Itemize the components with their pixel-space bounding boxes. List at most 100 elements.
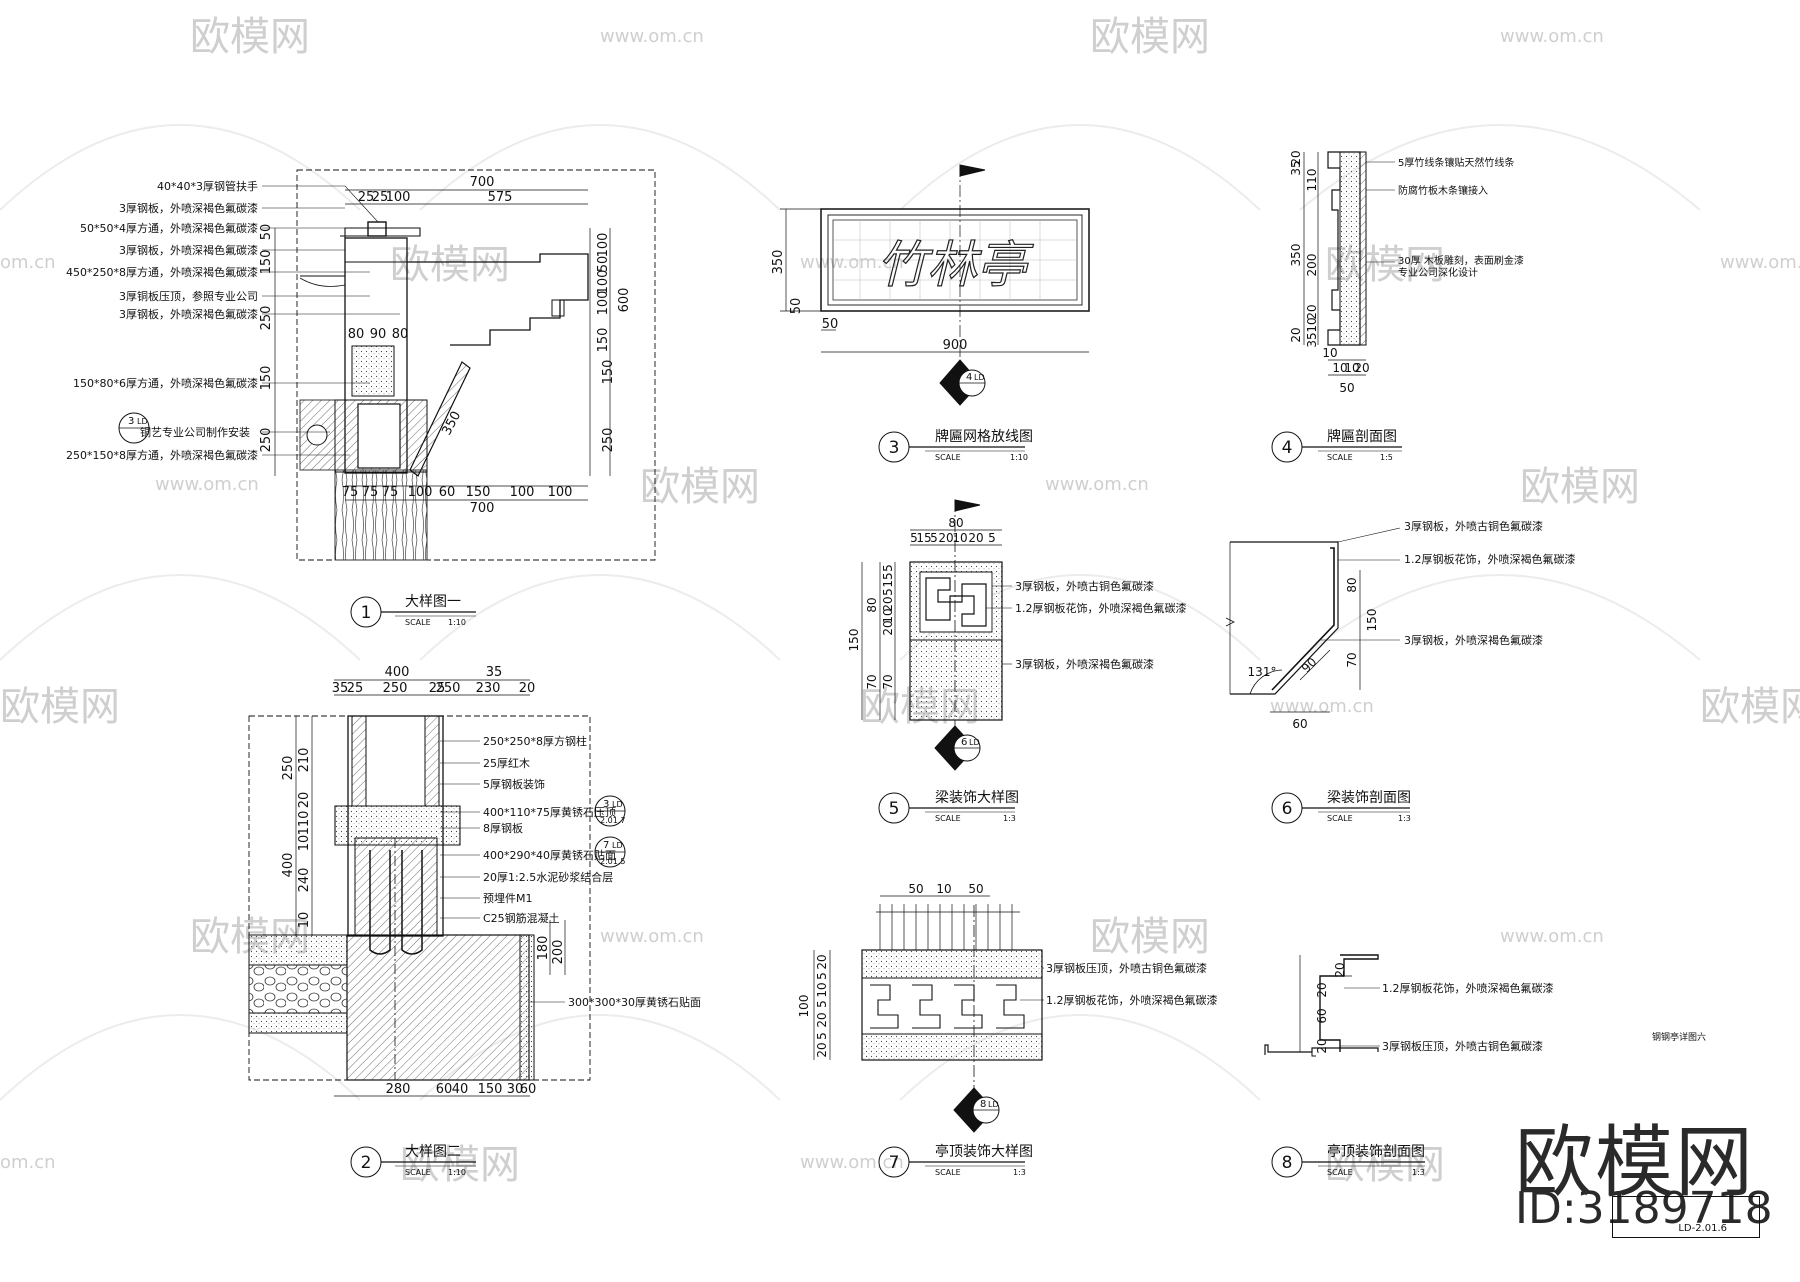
- dim-label: 20: [815, 1042, 829, 1057]
- callout-note: 防腐竹板木条镶接入: [1398, 184, 1488, 197]
- detail-title: 大样图二: [405, 1144, 461, 1160]
- watermark-brand: 欧模网: [0, 684, 120, 730]
- callout-note: 3厚铜板压顶，参照专业公司: [119, 289, 258, 303]
- dim-label: 70: [881, 674, 895, 689]
- detail-title: 牌匾网格放线图: [935, 428, 1033, 445]
- detail-8-drawing: 20 20 60 20 1.2厚钢板花饰，外喷深褐色氟碳漆 3厚钢板压顶，外喷古…: [1264, 954, 1554, 1057]
- ref-tag-ref: LD: [612, 841, 623, 850]
- callout-note: 50*50*4厚方通，外喷深褐色氟碳漆: [80, 221, 258, 235]
- dim-label: 20: [881, 596, 895, 611]
- dim-label: 700: [470, 501, 495, 516]
- detail-number: 3: [889, 438, 900, 458]
- callout-note: 3厚钢板，外喷深褐色氟碳漆: [1404, 633, 1543, 647]
- detail-title-8: 8 亭顶装饰剖面图 SCALE 1:3: [1271, 1143, 1425, 1178]
- dim-label: 700: [470, 175, 495, 190]
- dim-label: 100: [596, 291, 611, 316]
- detail-scale-label: SCALE: [1327, 814, 1353, 823]
- cut-tag-ref: LD: [974, 373, 985, 382]
- callout-note: C25钢筋混凝土: [483, 911, 560, 925]
- dim-label: 5: [881, 564, 895, 572]
- dim-label: 150: [596, 328, 611, 353]
- detail-6-drawing: 80 150 70 90 60 131° 3厚钢板，外喷古铜色氟碳漆 1.2厚钢…: [1225, 519, 1576, 731]
- detail-title-7: 7 亭顶装饰大样图 SCALE 1:3: [878, 1143, 1033, 1178]
- watermark-url: www.om.cn: [600, 926, 704, 947]
- dim-label: 20: [1315, 1038, 1329, 1053]
- dim-label: 600: [617, 288, 632, 313]
- dim-label: 110: [297, 811, 312, 836]
- dim-label: 200: [1305, 254, 1319, 277]
- watermark-brand: 欧模网: [1520, 464, 1640, 510]
- detail-number: 2: [361, 1153, 372, 1173]
- callout-note: 3厚钢板，外喷深褐色氟碳漆: [119, 201, 258, 215]
- dim-label: 210: [297, 748, 312, 773]
- detail-title: 大样图一: [405, 594, 461, 610]
- dim-label: 110: [1305, 169, 1319, 192]
- detail-scale-label: SCALE: [405, 618, 431, 627]
- sheet-number-box: LD-2.01.6: [1612, 1196, 1760, 1238]
- dim-label: 5: [930, 531, 938, 545]
- dim-label: 20: [1354, 361, 1369, 375]
- dim-label: 100: [510, 485, 535, 500]
- dim-label: 10: [1332, 361, 1347, 375]
- detail-number: 4: [1282, 438, 1293, 458]
- callout-note: 专业公司深化设计: [1398, 266, 1478, 279]
- dim-label: 10: [1344, 361, 1359, 375]
- watermark-brand: 欧模网: [190, 14, 310, 60]
- dim-label: 20: [881, 620, 895, 635]
- detail-title: 亭顶装饰大样图: [935, 1143, 1033, 1160]
- callout-note: 5厚钢板装饰: [483, 777, 545, 791]
- detail-title-5: 5 梁装饰大样图 SCALE 1:3: [878, 790, 1019, 824]
- watermark-url: www.om.cn: [1045, 474, 1149, 495]
- dim-label: 180: [536, 936, 551, 961]
- callout-note: 3厚钢板，外喷古铜色氟碳漆: [1015, 579, 1154, 593]
- dim-label: 150: [601, 360, 616, 385]
- detail-scale: 1:10: [448, 1168, 466, 1177]
- dim-label: 250: [383, 681, 408, 696]
- dim-label: 75: [342, 485, 359, 500]
- detail-scale-label: SCALE: [935, 453, 961, 462]
- callout-note: 20厚1:2.5水泥砂浆结合层: [483, 870, 613, 884]
- callout-note: 3厚钢板，外喷深褐色氟碳漆: [1015, 657, 1154, 671]
- watermark-url: www.om.cn: [800, 1152, 904, 1173]
- dim-label: 250: [259, 306, 274, 331]
- detail-title-1: 1 大样图一 SCALE 1:10: [350, 594, 476, 628]
- detail-number: 6: [1282, 799, 1293, 819]
- detail-4-drawing: 35 20 110 350 200 20 10 35 20 10 10 10 2…: [1289, 150, 1524, 395]
- callout-note: 150*80*6厚方通，外喷深褐色氟碳漆: [73, 376, 258, 390]
- dim-label: 25: [347, 681, 364, 696]
- ref-tag-sheet: 2.01.7: [600, 816, 625, 825]
- detail-number: 5: [889, 799, 900, 819]
- dim-label: 20: [1333, 962, 1347, 977]
- callout-note: 铜艺专业公司制作安装: [140, 425, 250, 439]
- dim-label: 25: [358, 190, 375, 205]
- detail-title-6: 6 梁装饰剖面图 SCALE 1:3: [1271, 790, 1411, 824]
- dim-label: 10: [1322, 346, 1337, 360]
- dim-label: 60: [436, 1082, 453, 1097]
- watermark-fragment: om.cn: [0, 1152, 56, 1173]
- dim-label: 5: [815, 1000, 829, 1008]
- sheet-number: LD-2.01.6: [1678, 1223, 1727, 1234]
- brand-logo: 欧模网: [1515, 1118, 1756, 1208]
- dim-label: 50: [259, 224, 274, 241]
- dim-label: 5: [815, 972, 829, 980]
- callout-note: 预埋件M1: [483, 892, 533, 905]
- callout-note: 3厚钢板，外喷深褐色氟碳漆: [119, 243, 258, 257]
- dim-label: 60: [1292, 717, 1307, 731]
- dim-label: 80: [1345, 577, 1359, 592]
- dim-label: 230: [476, 681, 501, 696]
- dim-label: 5: [815, 1032, 829, 1040]
- dim-label: 5: [881, 588, 895, 596]
- plaque-inscription: 竹林亭: [877, 236, 1034, 294]
- dim-label: 50: [789, 298, 804, 315]
- detail-title: 梁装饰大样图: [935, 790, 1019, 806]
- dim-label: 20: [815, 954, 829, 969]
- dim-label: 80: [865, 597, 879, 612]
- watermark-brand: 欧模网: [400, 1142, 520, 1188]
- detail-scale: 1:10: [1010, 453, 1028, 462]
- dim-label: 350: [771, 250, 786, 275]
- dim-label: 250: [601, 428, 616, 453]
- detail-scale: 1:3: [1003, 814, 1016, 823]
- dim-label: 20: [1305, 304, 1319, 319]
- detail-number: 1: [361, 603, 372, 623]
- callout-note: 400*110*75厚黄锈石压顶: [483, 805, 616, 819]
